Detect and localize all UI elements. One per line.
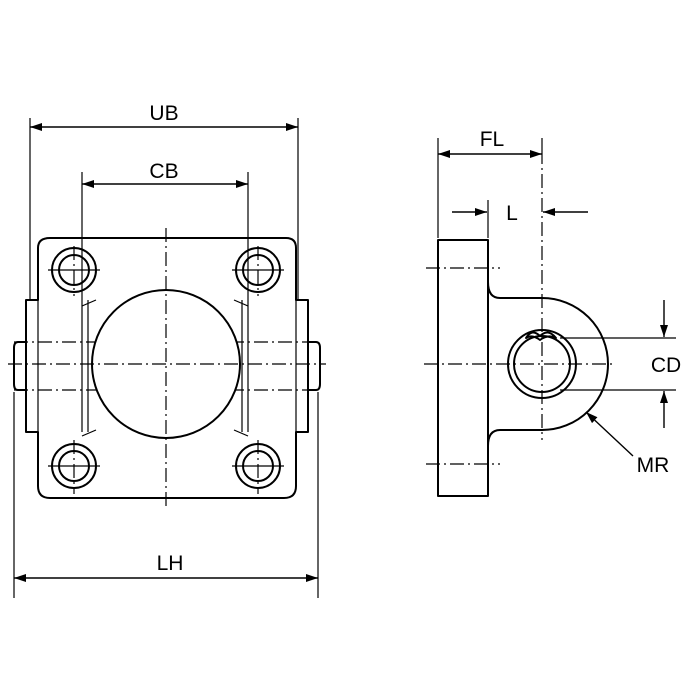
dimension-fl: FL — [437, 128, 543, 238]
dimension-l: L — [452, 200, 588, 238]
flange-outline — [25, 237, 309, 499]
label-lh: LH — [157, 552, 184, 575]
label-fl: FL — [480, 128, 505, 151]
label-ub: UB — [149, 102, 178, 125]
label-mr: MR — [637, 454, 670, 477]
dimension-lh: LH — [13, 392, 319, 598]
front-view: UB CB LH — [8, 102, 326, 598]
label-cb: CB — [149, 160, 178, 183]
pin-bore-outer — [507, 329, 577, 399]
pin-left-end — [13, 341, 27, 391]
retaining-clip — [525, 331, 557, 341]
leader-mr: MR — [585, 411, 670, 477]
side-view: FL L CD MR — [424, 128, 681, 497]
side-flange-plate — [437, 239, 489, 497]
dimension-ub: UB — [29, 102, 299, 300]
label-l: L — [506, 202, 518, 225]
dimension-cd: CD — [560, 300, 681, 428]
pin-right-end — [307, 341, 321, 391]
dimension-cb: CB — [81, 160, 249, 300]
label-cd: CD — [651, 354, 681, 377]
clevis-lug — [487, 281, 609, 447]
